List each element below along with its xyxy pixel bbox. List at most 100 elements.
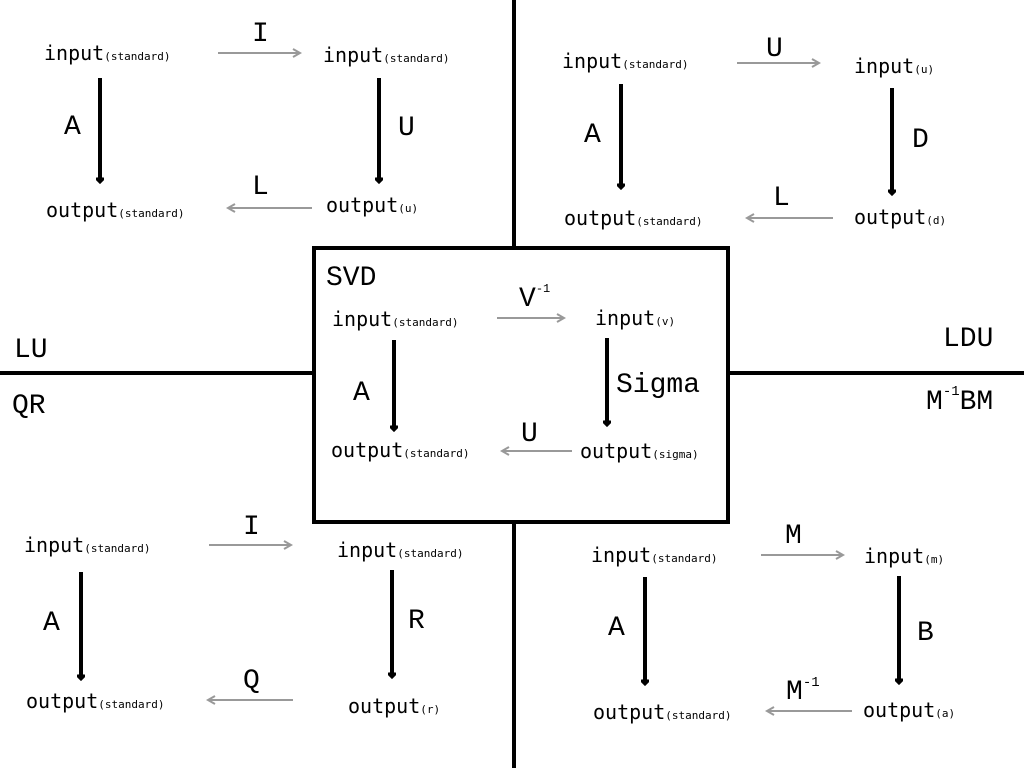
word-output: output (26, 689, 98, 713)
lu-node-br-sub: (u) (398, 202, 418, 215)
svd-label-right: Sigma (616, 370, 700, 401)
svd-diagram: input(standard) input(v) output(standard… (331, 282, 700, 463)
ldu-node-br-sub: (d) (926, 214, 946, 227)
word-input: input (332, 307, 392, 331)
word-input: input (24, 533, 84, 557)
ldu-label-right: D (912, 125, 929, 156)
ldu-label-left: A (584, 120, 601, 151)
sim-label-bottom-sup: -1 (803, 675, 820, 691)
svd-node-tl: input(standard) (332, 307, 458, 331)
qr-node-tr: input(standard) (337, 538, 463, 562)
word-output: output (854, 205, 926, 229)
sim-label-left: A (608, 613, 625, 644)
word-input: input (864, 544, 924, 568)
similar-label-sup: -1 (943, 384, 960, 400)
lu-node-tl: input(standard) (44, 41, 170, 65)
qr-label-bottom: Q (243, 666, 260, 697)
sim-node-tl: input(standard) (591, 543, 717, 567)
svd-node-tr: input(v) (595, 306, 675, 330)
ldu-node-bl-sub: (standard) (636, 215, 702, 228)
similar-label-rest: BM (960, 387, 994, 418)
word-output: output (46, 198, 118, 222)
word-output: output (593, 700, 665, 724)
lu-diagram: input(standard) input(standard) output(s… (44, 19, 449, 222)
word-output: output (331, 438, 403, 462)
sim-node-tl-sub: (standard) (651, 552, 717, 565)
lu-label-top: I (252, 19, 269, 50)
word-output: output (564, 206, 636, 230)
qr-node-bl: output(standard) (26, 689, 164, 713)
word-input: input (323, 43, 383, 67)
word-output: output (863, 698, 935, 722)
qr-node-bl-sub: (standard) (98, 698, 164, 711)
section-label-ldu: LDU (943, 324, 993, 355)
sim-node-tr-sub: (m) (924, 553, 944, 566)
word-input: input (591, 543, 651, 567)
word-output: output (580, 439, 652, 463)
lu-label-left: A (64, 112, 81, 143)
svd-node-tl-sub: (standard) (392, 316, 458, 329)
svd-label-top-sup: -1 (536, 282, 550, 296)
lu-label-bottom: L (252, 172, 269, 203)
section-label-lu: LU (14, 335, 48, 366)
qr-label-left: A (43, 608, 60, 639)
ldu-node-bl: output(standard) (564, 206, 702, 230)
sim-node-br-sub: (a) (935, 707, 955, 720)
qr-node-tr-sub: (standard) (397, 547, 463, 560)
section-label-qr: QR (12, 391, 46, 422)
word-output: output (348, 694, 420, 718)
word-input: input (595, 306, 655, 330)
sim-label-bottom: M-1 (786, 675, 820, 708)
lu-node-bl: output(standard) (46, 198, 184, 222)
sim-node-br: output(a) (863, 698, 955, 722)
lu-node-bl-sub: (standard) (118, 207, 184, 220)
svd-label-left: A (353, 378, 370, 409)
sim-node-bl: output(standard) (593, 700, 731, 724)
ldu-label-top: U (766, 34, 783, 65)
sim-label-right: B (917, 618, 934, 649)
svd-label-top: V-1 (519, 282, 550, 315)
qr-diagram: input(standard) input(standard) output(s… (24, 512, 463, 718)
word-input: input (44, 41, 104, 65)
lu-label-right: U (398, 113, 415, 144)
ldu-diagram: input(standard) input(u) output(standard… (562, 34, 946, 230)
qr-node-tl: input(standard) (24, 533, 150, 557)
qr-label-right: R (408, 606, 425, 637)
svd-box (312, 246, 730, 524)
similar-label-m: M (926, 387, 943, 418)
word-input: input (562, 49, 622, 73)
svd-label-bottom: U (521, 419, 538, 450)
qr-node-br-sub: (r) (420, 703, 440, 716)
lu-node-tr-sub: (standard) (383, 52, 449, 65)
svd-label-top-base: V (519, 284, 536, 315)
svd-node-bl-sub: (standard) (403, 447, 469, 460)
lu-node-tr: input(standard) (323, 43, 449, 67)
word-output: output (326, 193, 398, 217)
section-label-svd: SVD (326, 263, 376, 294)
word-input: input (337, 538, 397, 562)
ldu-node-tr-sub: (u) (914, 63, 934, 76)
ldu-label-bottom: L (773, 183, 790, 214)
section-label-similar: M-1BM (926, 384, 993, 418)
ldu-node-tl: input(standard) (562, 49, 688, 73)
sim-node-bl-sub: (standard) (665, 709, 731, 722)
sim-label-top: M (785, 521, 802, 552)
similarity-diagram: input(standard) input(m) output(standard… (591, 521, 955, 724)
qr-node-br: output(r) (348, 694, 440, 718)
qr-label-top: I (243, 512, 260, 543)
svd-node-br: output(sigma) (580, 439, 699, 463)
ldu-node-tr: input(u) (854, 54, 934, 78)
word-input: input (854, 54, 914, 78)
ldu-node-tl-sub: (standard) (622, 58, 688, 71)
sim-node-tr: input(m) (864, 544, 944, 568)
svd-node-br-sub: (sigma) (652, 448, 698, 461)
ldu-node-br: output(d) (854, 205, 946, 229)
lu-node-tl-sub: (standard) (104, 50, 170, 63)
lu-node-br: output(u) (326, 193, 418, 217)
svd-node-tr-sub: (v) (655, 315, 675, 328)
svd-node-bl: output(standard) (331, 438, 469, 462)
sim-label-bottom-base: M (786, 677, 803, 708)
qr-node-tl-sub: (standard) (84, 542, 150, 555)
